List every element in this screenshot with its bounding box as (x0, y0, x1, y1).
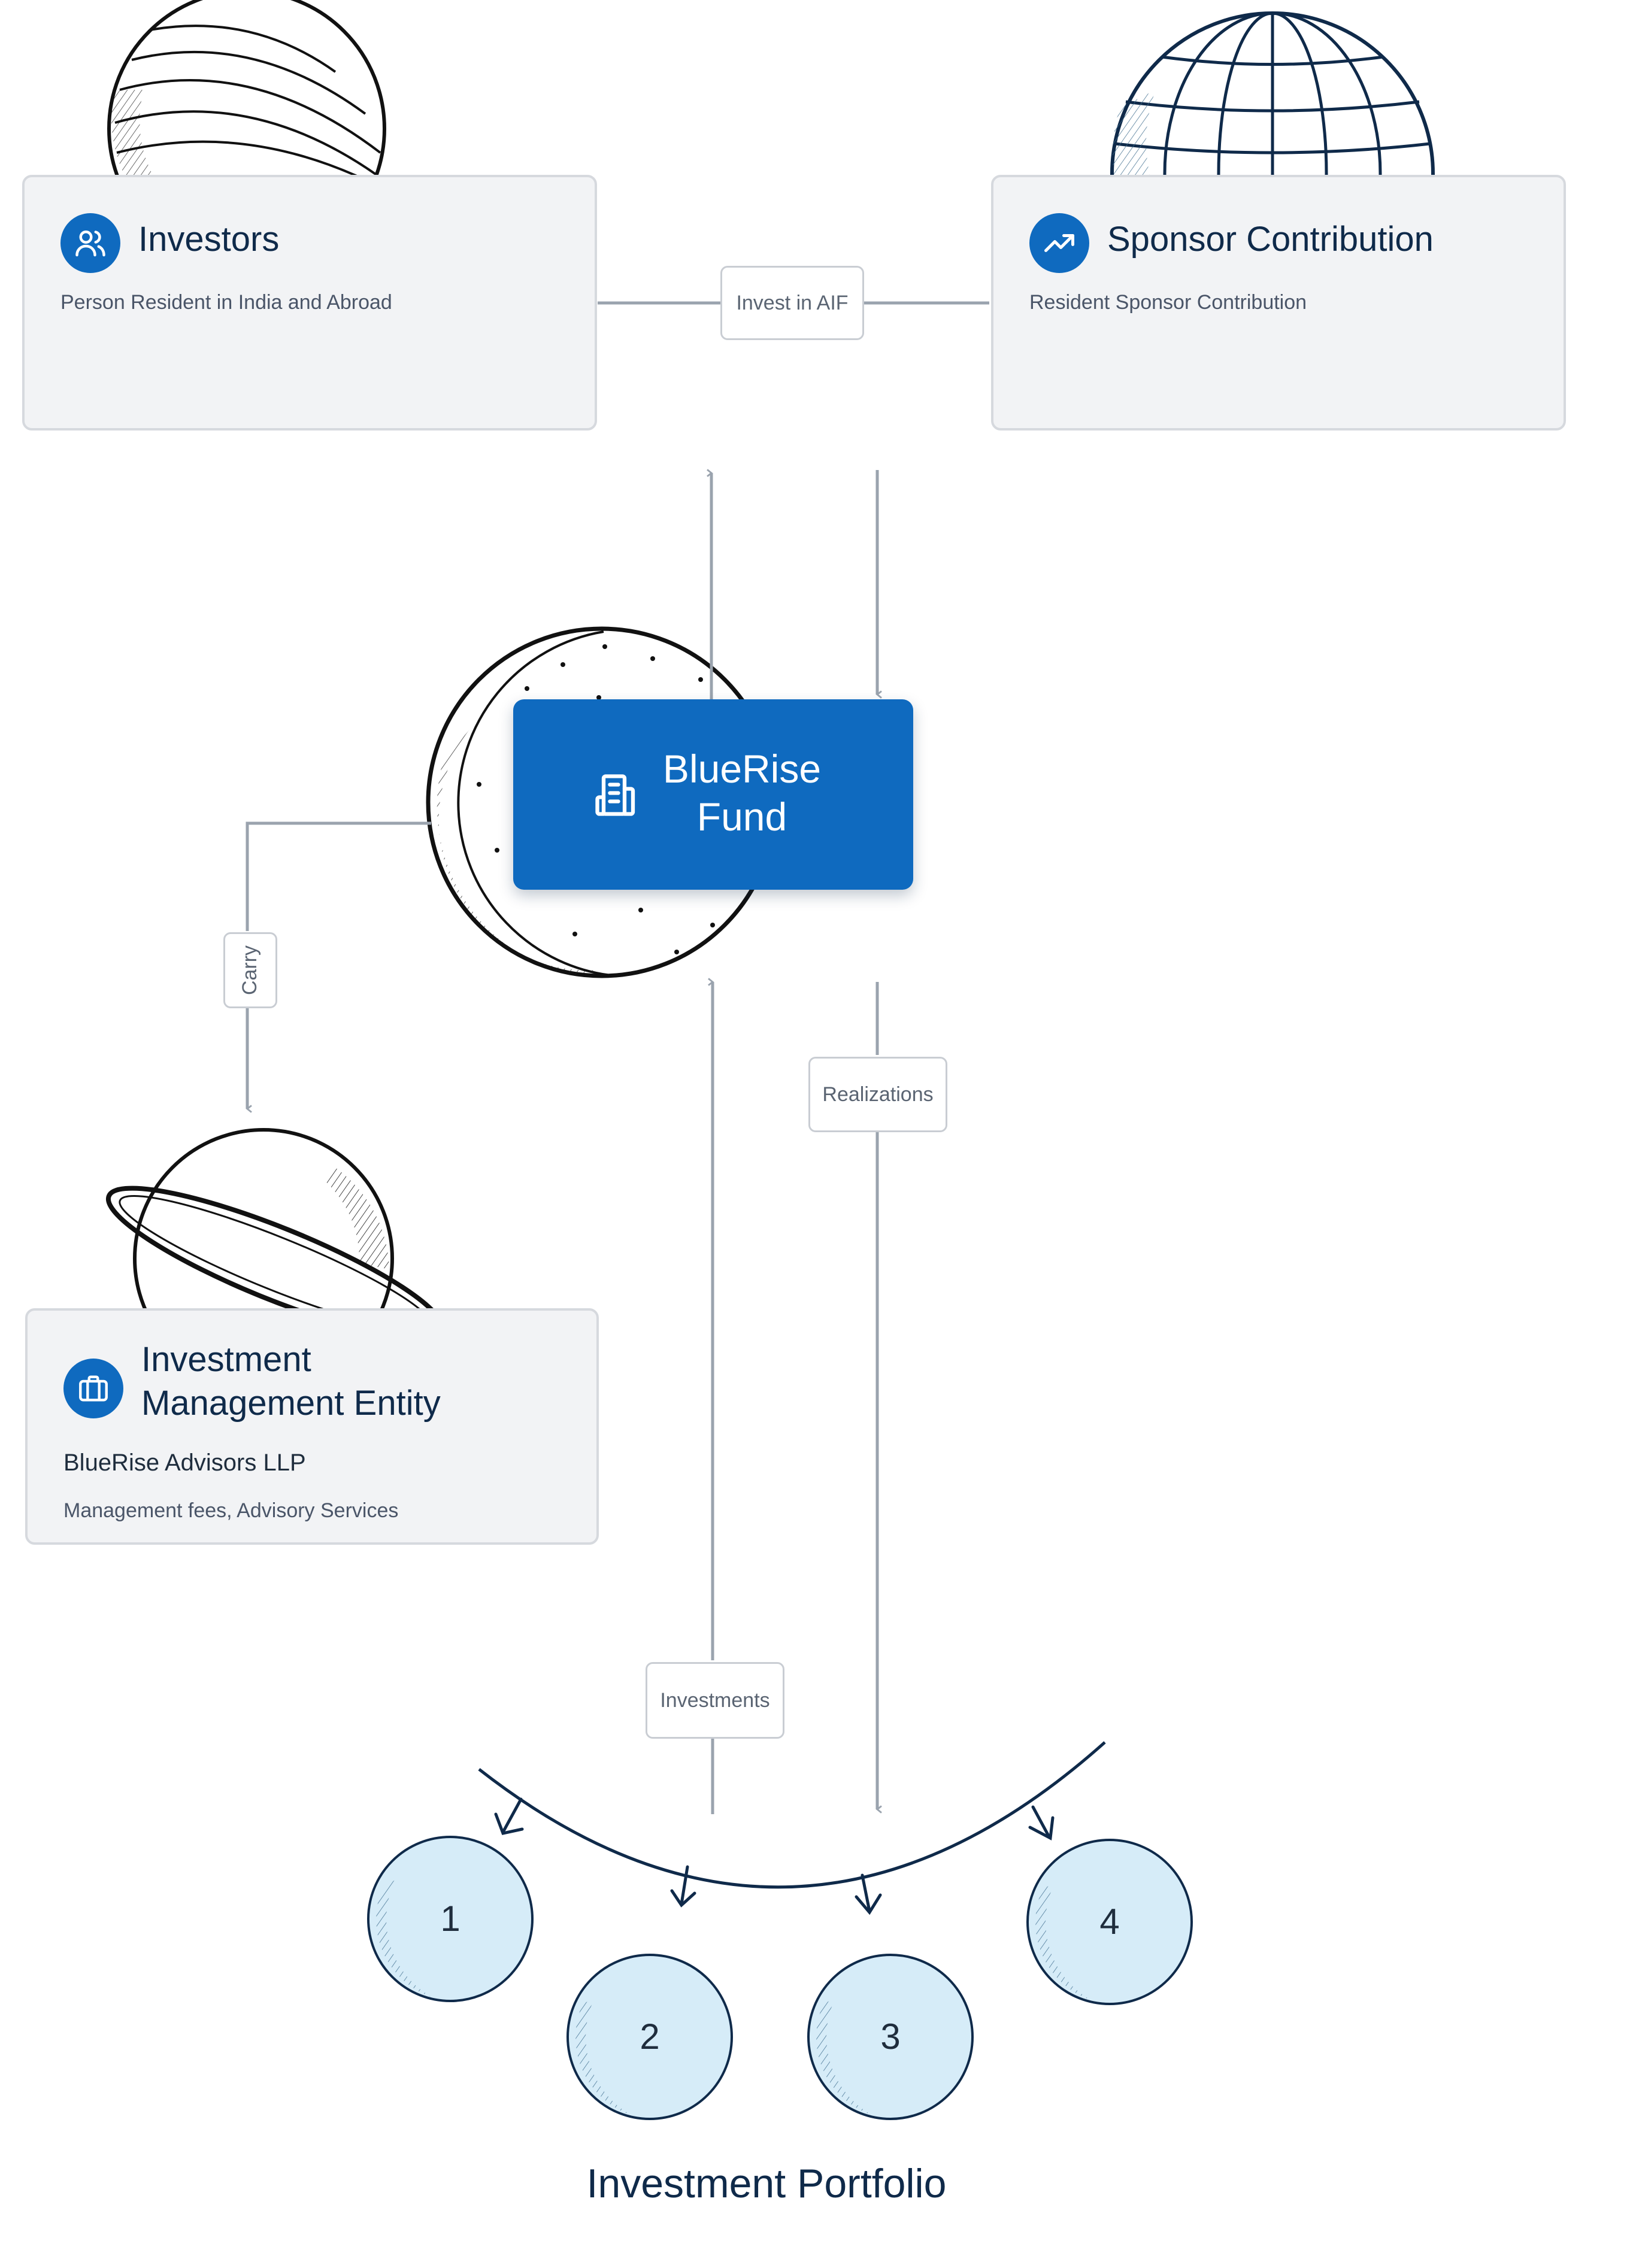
saturn-illustration (105, 1128, 446, 1311)
striped-globe-illustration (107, 0, 386, 175)
portfolio-bubble-3 (807, 1954, 974, 2120)
portfolio-company-2[interactable]: 2 (640, 2017, 660, 2057)
investments-label: Investments (646, 1662, 784, 1739)
wire-globe-illustration (1110, 11, 1435, 175)
portfolio-bubble-4 (1026, 1839, 1193, 2005)
sponsor-card[interactable]: Sponsor Contribution Resident Sponsor Co… (991, 175, 1566, 430)
portfolio-title: Investment Portfolio (586, 2161, 947, 2206)
carry-label: Carry (223, 932, 277, 1008)
realizations-label: Realizations (808, 1057, 947, 1132)
investors-title: Investors (138, 220, 280, 259)
portfolio-arc-arrows (494, 1797, 1055, 1915)
investors-subtitle: Person Resident in India and Abroad (60, 291, 392, 314)
users-icon (60, 213, 120, 273)
bluerise-fund-box[interactable]: BlueRise Fund (513, 699, 913, 890)
invest-in-aif-label: Invest in AIF (720, 266, 864, 340)
ime-title-line2: Management Entity (141, 1383, 441, 1423)
ime-services: Management fees, Advisory Services (63, 1499, 399, 1522)
sponsor-title: Sponsor Contribution (1107, 220, 1434, 259)
trending-up-icon (1029, 213, 1089, 273)
sponsor-subtitle: Resident Sponsor Contribution (1029, 291, 1307, 314)
briefcase-icon (63, 1359, 123, 1418)
building-icon (591, 770, 641, 820)
portfolio-company-4[interactable]: 4 (1099, 1902, 1120, 1942)
portfolio-bubble-2 (566, 1954, 733, 2120)
fund-title: BlueRise Fund (652, 745, 832, 841)
investors-card[interactable]: Investors Person Resident in India and A… (22, 175, 597, 430)
ime-name: BlueRise Advisors LLP (63, 1450, 306, 1476)
portfolio-company-3[interactable]: 3 (880, 2017, 901, 2057)
ime-title-line1: Investment (141, 1340, 311, 1379)
fund-title-line2: Fund (696, 795, 787, 839)
fund-title-line1: BlueRise (662, 747, 822, 791)
portfolio-company-1[interactable]: 1 (440, 1899, 460, 1939)
portfolio-bubbles (367, 1836, 1193, 2120)
ime-title: Investment Management Entity (141, 1338, 441, 1425)
portfolio-arc (478, 1741, 1106, 1889)
connector-carry (246, 821, 431, 1113)
carry-label-text: Carry (238, 945, 262, 996)
portfolio-bubble-1 (367, 1836, 534, 2002)
ime-card[interactable]: Investment Management Entity BlueRise Ad… (25, 1308, 599, 1545)
